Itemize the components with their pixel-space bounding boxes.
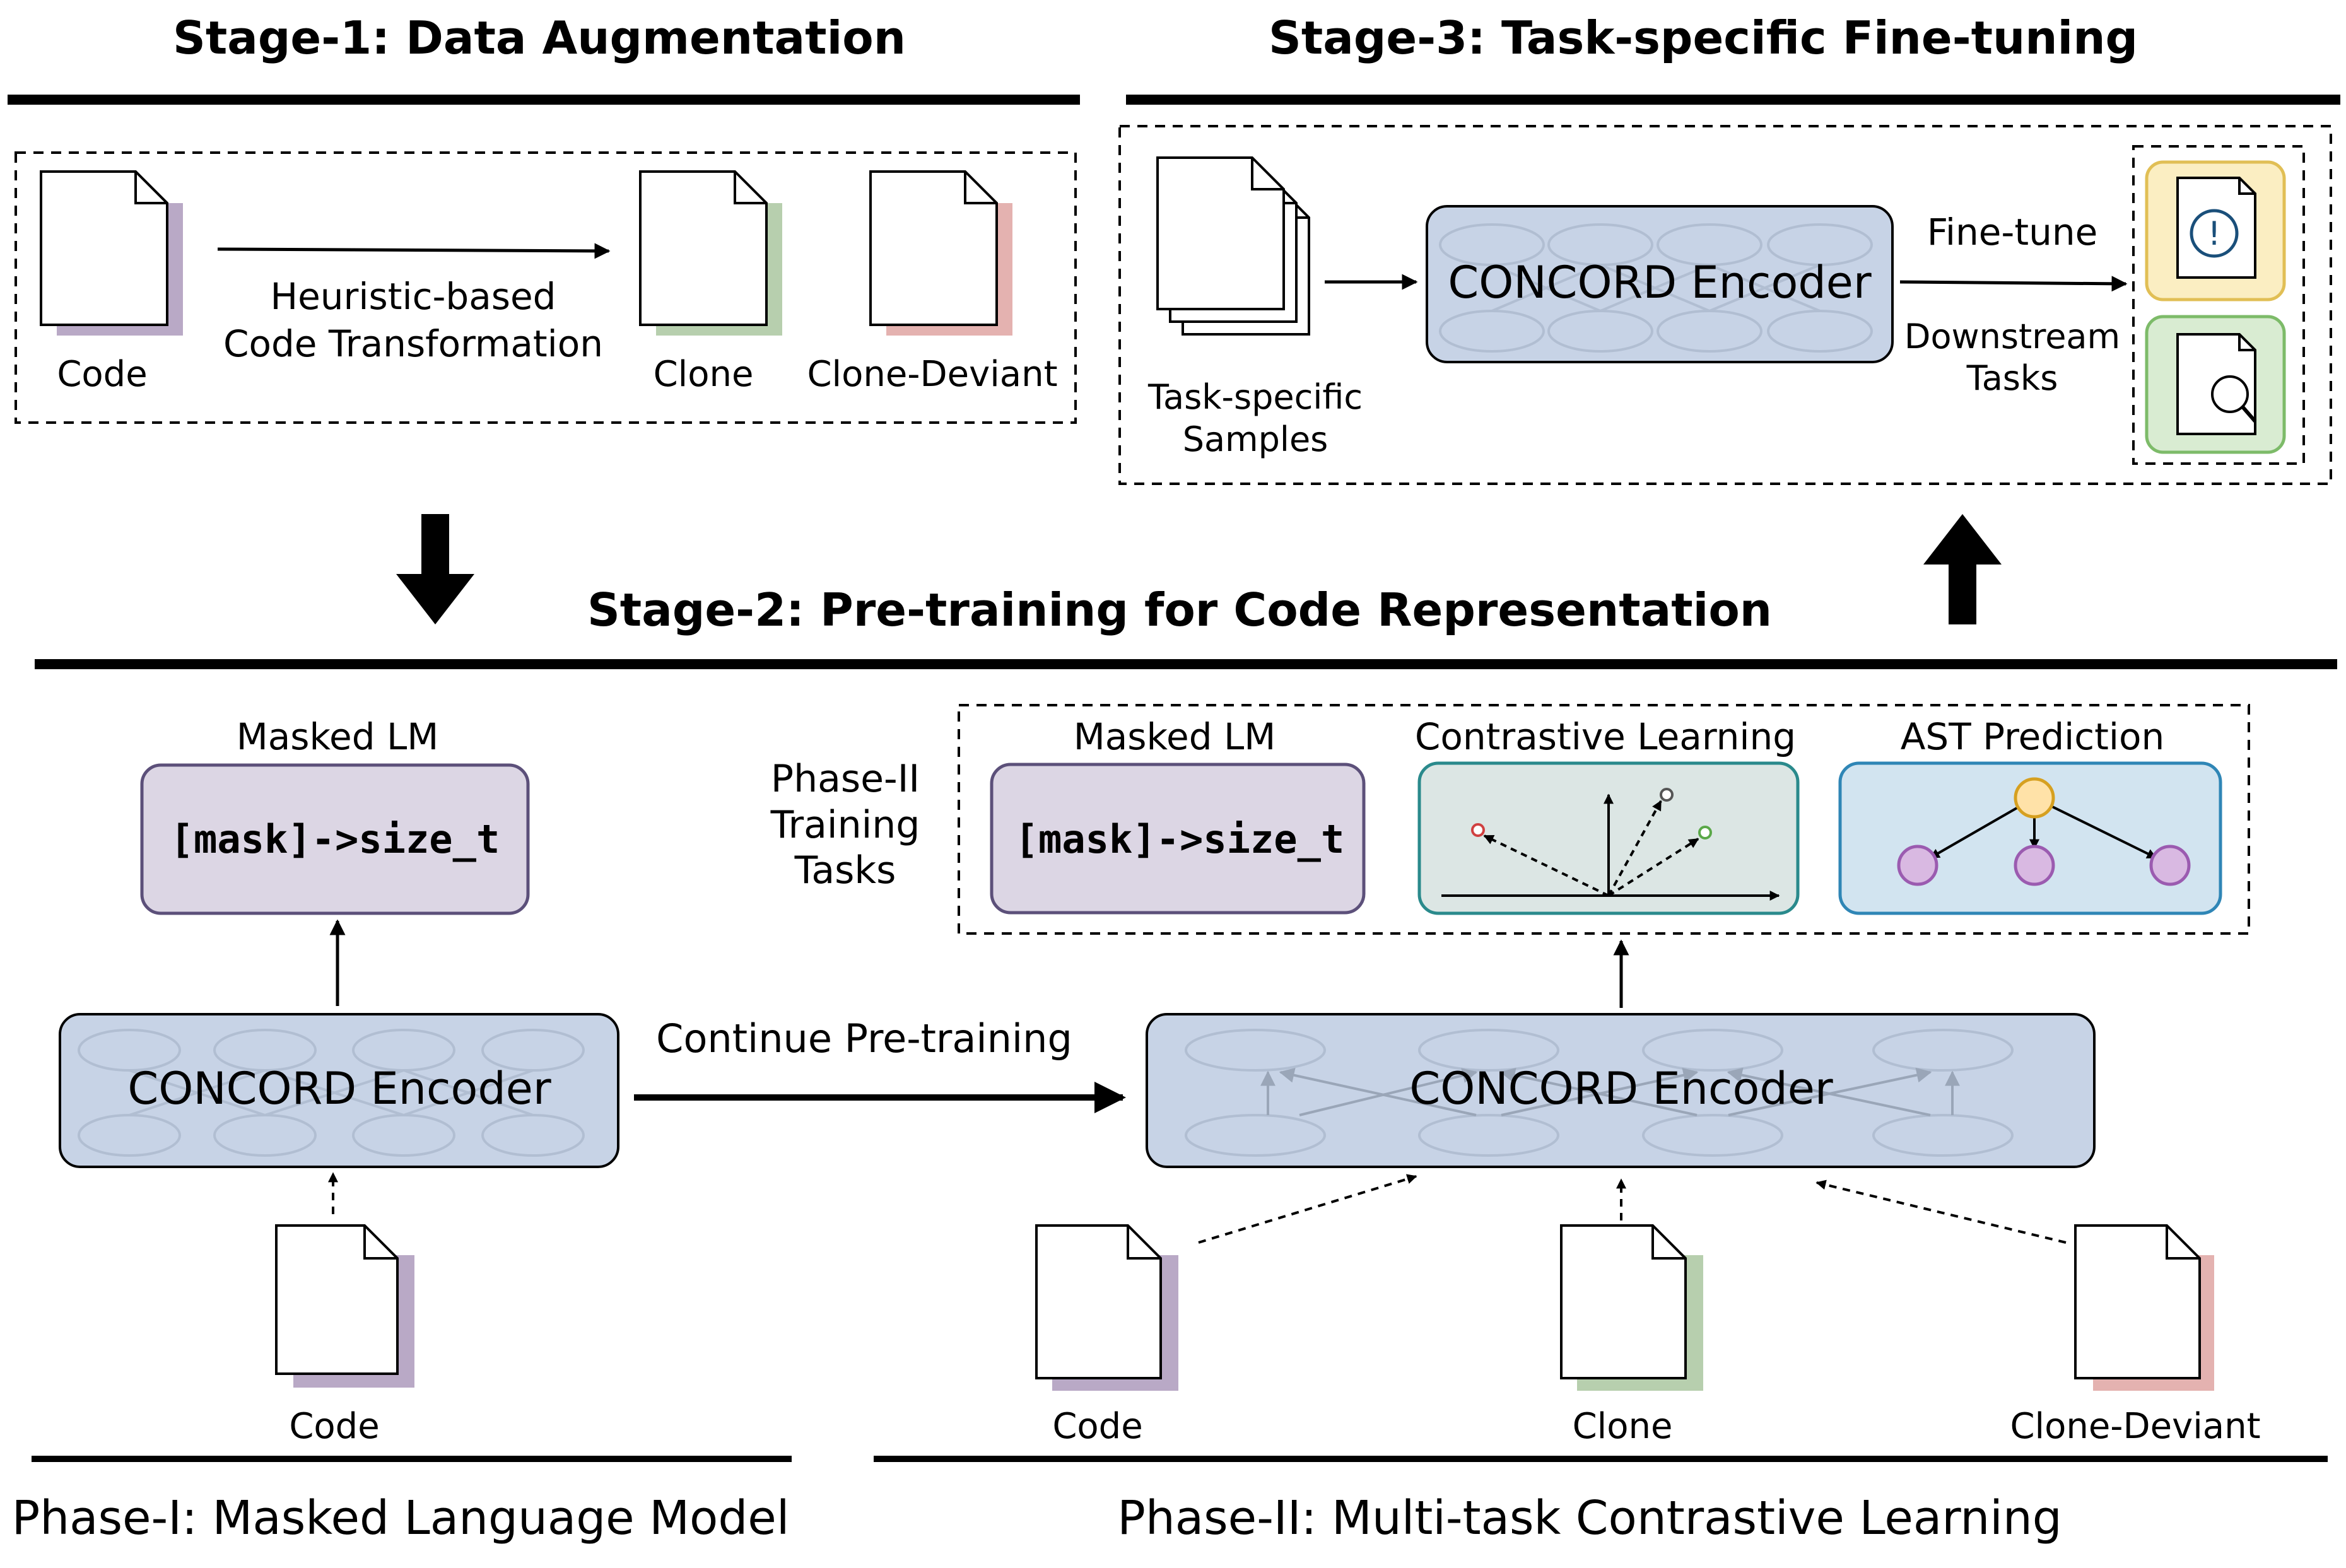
stage1-transform-arrow	[217, 243, 611, 259]
phase2-code-label: Code	[1052, 1406, 1142, 1447]
phase2-group: Phase-II Training Tasks Masked LM [mask]…	[770, 704, 2328, 1545]
phase2-caption: Phase-II: Multi-task Contrastive Learnin…	[1117, 1491, 2062, 1545]
stage1-clone-label: Clone	[654, 354, 754, 395]
stage1-to-stage2-arrow	[396, 514, 474, 624]
stage3-finetune-label: Fine-tune	[1927, 211, 2098, 254]
phase2-tasks-line1: Phase-II	[771, 757, 920, 801]
stage2-to-stage3-arrow	[1923, 514, 2002, 624]
phase2-mlm-box	[990, 763, 1366, 915]
magnifier-icon	[2211, 375, 2249, 413]
stage2-section: Stage-2: Pre-training for Code Represent…	[12, 583, 2337, 1545]
stage1-code-label: Code	[57, 354, 147, 395]
stage1-transform-line2: Code Transformation	[223, 322, 603, 365]
stage1-deviant-doc-icon	[869, 170, 1012, 336]
stage1-deviant-label: Clone-Deviant	[807, 354, 1057, 395]
stage3-divider	[1126, 95, 2340, 105]
phase2-mlm-title: Masked LM	[1074, 715, 1276, 758]
continue-pretraining-label: Continue Pre-training	[656, 1015, 1072, 1062]
phase1-code-label: Code	[289, 1406, 379, 1447]
phase2-deviant-label: Clone-Deviant	[2010, 1406, 2260, 1447]
phase1-mask-text: [mask]->size_t	[170, 816, 500, 862]
stage3-section: Stage-3: Task-specific Fine-tuning Task-…	[1118, 11, 2340, 485]
stage3-finetune-arrow	[1899, 276, 2128, 292]
stage1-title: Stage-1: Data Augmentation	[173, 11, 906, 64]
phase1-mlm-box	[140, 763, 530, 915]
phase2-ast-box	[1838, 761, 2222, 915]
stage3-bug-task-card	[2145, 160, 2286, 301]
stage3-downstream-line1: Downstream	[1904, 317, 2120, 356]
phase1-caption: Phase-I: Masked Language Model	[12, 1491, 790, 1545]
phase2-cl-box	[1417, 761, 1800, 915]
stage1-transform-line1: Heuristic-based	[271, 275, 556, 318]
cl-clone-point	[1698, 826, 1712, 840]
phase2-code-dashed-arrow	[1198, 1174, 1417, 1244]
phase2-mask-text: [mask]->size_t	[1015, 816, 1345, 862]
stage3-samples-line1: Task-specific	[1147, 377, 1363, 417]
stage1-code-doc-icon	[40, 170, 183, 336]
phase1-task-title: Masked LM	[237, 715, 439, 758]
phase2-ast-title: AST Prediction	[1901, 715, 2165, 758]
phase2-encoder-label: CONCORD Encoder	[1409, 1063, 1833, 1115]
stage1-dashed-box	[15, 151, 1077, 424]
stage1-clone-doc-icon	[639, 170, 782, 336]
ast-root-node	[2014, 777, 2055, 819]
ast-child-node	[2014, 845, 2055, 886]
phase1-code-doc-icon	[275, 1224, 414, 1388]
phase2-deviant-dashed-arrow	[1815, 1179, 2067, 1244]
stage3-tasks-dashed-box	[2132, 145, 2305, 465]
stage2-title: Stage-2: Pre-training for Code Represent…	[587, 583, 1772, 636]
phase2-encoder-box	[1146, 1013, 2096, 1168]
phase2-cl-title: Contrastive Learning	[1415, 715, 1796, 758]
stage2-divider	[35, 659, 2337, 669]
stage3-samples-stack-icon	[1156, 156, 1310, 336]
phase2-tasks-line3: Tasks	[794, 848, 896, 892]
stage3-downstream-line2: Tasks	[1966, 358, 2058, 398]
phase1-group: Masked LM [mask]->size_t CONCORD	[12, 715, 792, 1545]
stage3-samples-line2: Samples	[1183, 419, 1328, 459]
stage1-section: Stage-1: Data Augmentation Code Heuristi…	[8, 11, 1080, 424]
phase1-caption-divider	[32, 1456, 792, 1462]
phase1-encoder-label: CONCORD Encoder	[127, 1063, 551, 1115]
stage1-divider	[8, 95, 1080, 105]
phase1-encoder-box	[59, 1013, 619, 1168]
stage3-encoder-label: CONCORD Encoder	[1448, 257, 1872, 308]
phase2-deviant-doc-icon	[2074, 1224, 2214, 1391]
phase2-code-doc-icon	[1035, 1224, 1178, 1391]
stage3-bug-task-icon-glyph: !	[2208, 215, 2221, 253]
ast-child-node	[2149, 845, 2191, 886]
stage3-encoder-box	[1426, 205, 1894, 363]
phase2-caption-divider	[874, 1456, 2328, 1462]
phase2-tasks-line2: Training	[770, 803, 920, 847]
stage3-dashed-box	[1118, 125, 2332, 485]
ast-child-node	[1897, 845, 1938, 886]
stage3-search-task-card	[2145, 315, 2286, 454]
phase2-clone-label: Clone	[1573, 1406, 1673, 1447]
phase2-tasks-dashed-box	[958, 704, 2250, 935]
cl-deviant-point	[1471, 823, 1485, 837]
stage3-title: Stage-3: Task-specific Fine-tuning	[1269, 11, 2138, 64]
phase2-clone-doc-icon	[1560, 1224, 1703, 1391]
cl-code-point	[1660, 788, 1674, 802]
